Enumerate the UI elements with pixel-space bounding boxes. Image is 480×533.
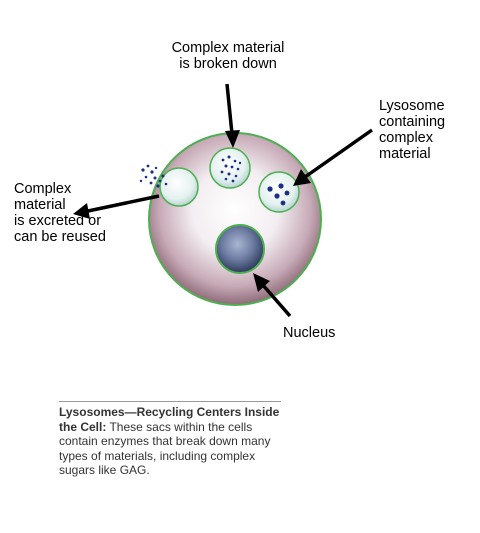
label-broken-down: Complex material is broken down <box>171 40 285 72</box>
arrow-from-excreting-lysosome <box>73 194 160 219</box>
digesting-particles <box>220 155 242 183</box>
released-particles <box>139 164 168 188</box>
nucleus <box>215 224 265 274</box>
lysosome-digesting <box>209 147 251 189</box>
label-lysosome: Lysosome containing complex material <box>379 98 446 162</box>
arrow-to-digesting-lysosome <box>225 83 240 148</box>
arrow-to-nucleus <box>253 273 292 318</box>
label-excreted: Complex material is excreted or can be r… <box>14 181 106 245</box>
caption-title: Lysosomes—Recycling Centers Inside the C… <box>59 405 280 434</box>
figure-caption: Lysosomes—Recycling Centers Inside the C… <box>59 401 281 478</box>
lysosome-excreting <box>159 167 199 207</box>
lysosome-full <box>258 171 300 213</box>
complex-material-particles <box>267 183 290 206</box>
caption-body: These sacs within the cells contain enzy… <box>59 419 271 478</box>
arrow-to-full-lysosome <box>293 128 374 186</box>
label-nucleus: Nucleus <box>283 325 336 341</box>
